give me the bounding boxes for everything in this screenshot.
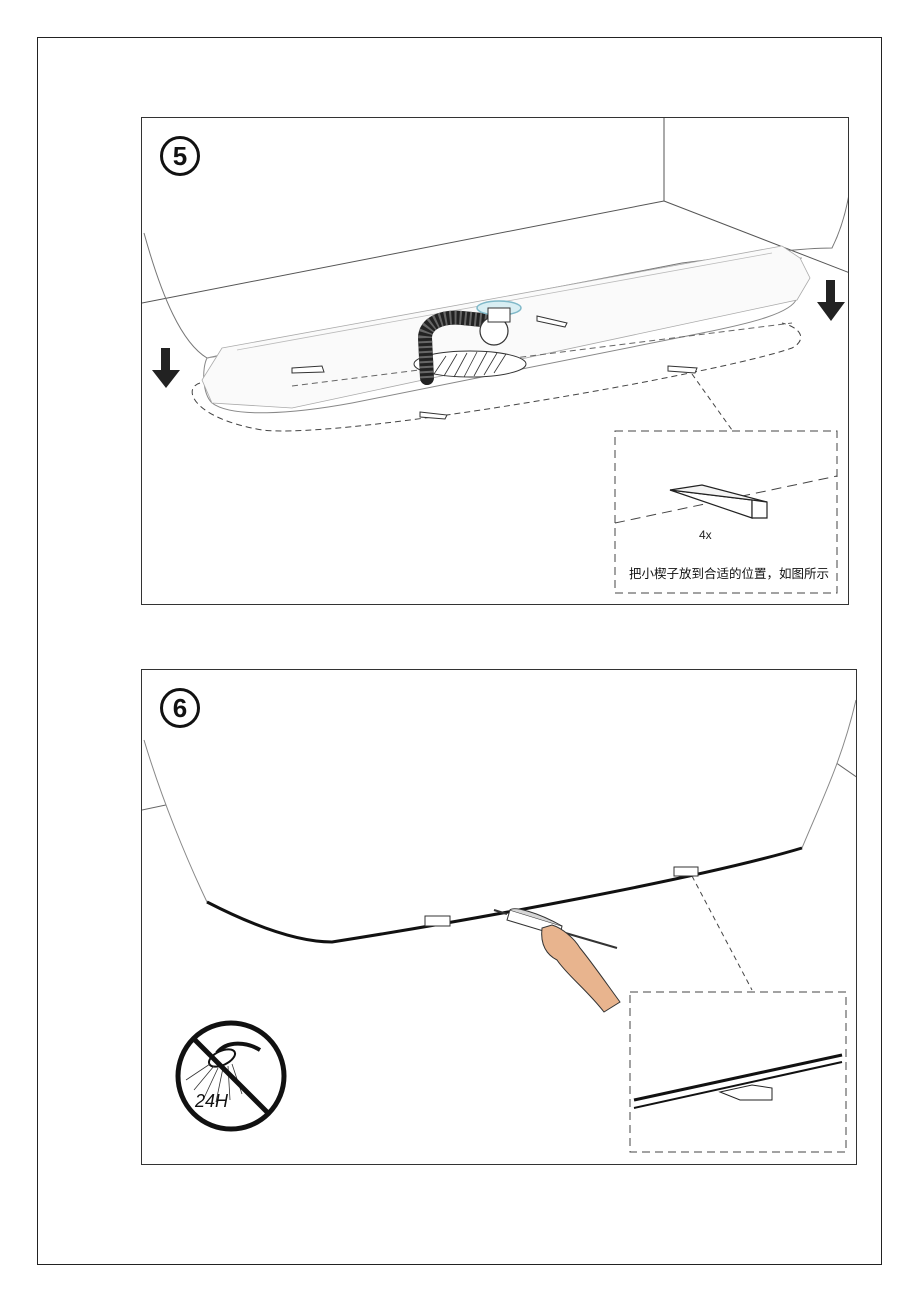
step-6-panel: 6 24H [141, 669, 857, 1165]
down-arrow-icon [817, 280, 845, 321]
wedge-instruction-caption: 把小楔子放到合适的位置，如图所示 [628, 566, 829, 581]
page-frame [37, 37, 882, 1265]
no-shower-icon [175, 1020, 287, 1132]
down-arrow-icon [152, 348, 180, 388]
sealing-illustration [142, 699, 856, 1153]
cure-time-label: 24H [195, 1091, 229, 1111]
step-5-panel: 5 4x 把小楔子放到合适的位置，如图所示 [141, 117, 849, 605]
wedge-count-label: 4x [699, 528, 712, 542]
bathtub-placement-illustration [142, 118, 848, 594]
caulking-gun-icon [493, 908, 621, 1013]
step-number-badge: 6 [160, 688, 200, 728]
step-number-badge: 5 [160, 136, 200, 176]
